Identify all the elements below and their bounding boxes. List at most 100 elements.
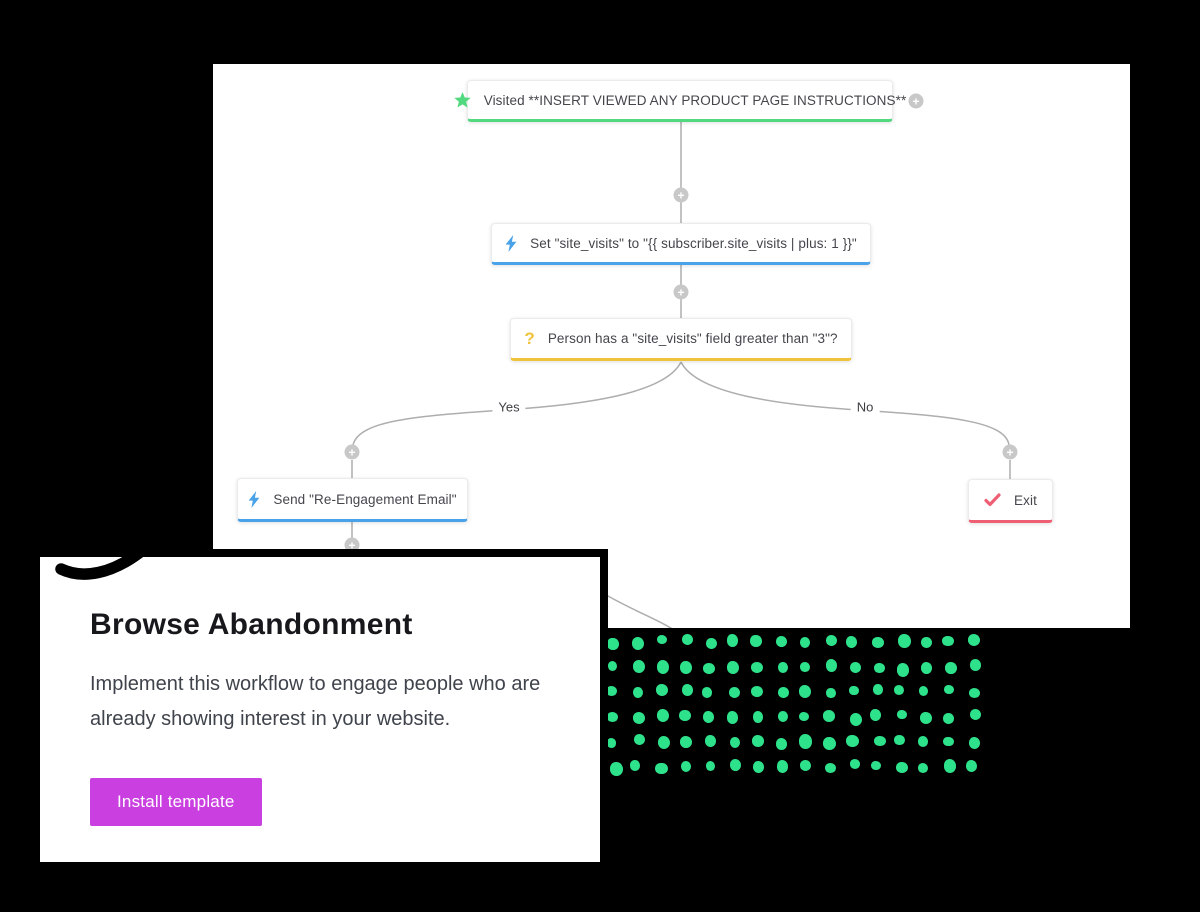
dot [729, 737, 741, 749]
dot [898, 634, 911, 648]
dot [655, 762, 668, 775]
dot [607, 660, 618, 671]
dot [918, 686, 929, 697]
template-card: Browse Abandonment Implement this workfl… [40, 549, 608, 862]
dot [849, 685, 859, 696]
dot [730, 759, 742, 771]
dot [750, 686, 764, 698]
lightning-icon [505, 234, 517, 252]
dot [825, 635, 837, 647]
dot [799, 636, 810, 648]
dot [943, 685, 954, 695]
dot [917, 762, 929, 773]
dot [943, 713, 955, 725]
dot [633, 659, 646, 673]
dot [680, 661, 692, 675]
dot [704, 734, 717, 748]
dots-pattern [598, 626, 990, 784]
node-label: Person has a "site_visits" field greater… [547, 331, 838, 346]
dot [799, 734, 812, 749]
dot [874, 735, 887, 746]
dot [777, 661, 788, 673]
question-icon: ? [524, 329, 535, 348]
dot [896, 663, 910, 677]
add-step-button[interactable]: + [344, 444, 360, 460]
workflow-node-set-field[interactable]: Set "site_visits" to "{{ subscriber.site… [491, 223, 871, 265]
dot [726, 710, 739, 724]
dot [750, 661, 763, 673]
dot [849, 759, 860, 769]
dot [681, 634, 693, 646]
dot [681, 684, 693, 696]
workflow-node-send-email[interactable]: Send "Re-Engagement Email" [237, 478, 468, 522]
dot [701, 687, 713, 699]
dot [799, 685, 812, 698]
dot [776, 738, 787, 750]
dot [728, 686, 741, 698]
dot [800, 661, 811, 672]
dot [917, 736, 928, 747]
add-step-button[interactable]: + [908, 93, 924, 109]
dot [727, 634, 739, 647]
dot [823, 737, 836, 751]
branch-label-no: No [850, 398, 880, 416]
dot [921, 637, 932, 649]
dot [798, 712, 809, 722]
dot [969, 709, 981, 721]
dot [849, 662, 862, 674]
dot [658, 735, 671, 749]
dot [825, 659, 838, 673]
node-label: Set "site_visits" to "{{ subscriber.site… [530, 235, 857, 251]
dot [702, 710, 715, 723]
dot [657, 635, 668, 645]
dot [681, 760, 692, 772]
dot [777, 686, 789, 699]
workflow-node-decision[interactable]: ? Person has a "site_visits" field great… [510, 318, 852, 361]
dot [800, 760, 812, 771]
dot [849, 712, 863, 727]
dot [870, 760, 882, 771]
workflow-node-exit[interactable]: Exit [968, 479, 1053, 523]
dot [705, 638, 717, 650]
dot [607, 637, 619, 651]
dot [893, 684, 905, 696]
dot [920, 711, 933, 724]
node-label: Exit [1014, 492, 1037, 508]
node-label: Visited **INSERT VIEWED ANY PRODUCT PAGE… [483, 92, 907, 108]
dot [656, 708, 670, 722]
dot [968, 737, 980, 749]
dot [702, 662, 716, 675]
node-label: Send "Re-Engagement Email" [273, 491, 457, 507]
workflow-canvas: Visited **INSERT VIEWED ANY PRODUCT PAGE… [213, 64, 1130, 628]
dot [778, 711, 789, 723]
dot [606, 738, 617, 748]
dot [751, 734, 765, 747]
add-step-button[interactable]: + [673, 187, 689, 203]
add-step-button[interactable]: + [673, 284, 689, 300]
dot [632, 637, 644, 650]
install-template-button[interactable]: Install template [90, 778, 262, 826]
dot [630, 760, 640, 771]
dot [826, 688, 836, 699]
dot [969, 659, 981, 671]
dot [968, 687, 981, 698]
card-description: Implement this workflow to engage people… [90, 673, 541, 730]
dot [894, 734, 906, 746]
add-step-button[interactable]: + [344, 537, 360, 553]
dot [943, 759, 957, 773]
dot [846, 735, 859, 748]
dot [632, 711, 646, 724]
add-step-button[interactable]: + [1002, 444, 1018, 460]
check-icon [984, 493, 1001, 507]
dot [897, 709, 908, 720]
dot [678, 709, 691, 722]
dot [874, 662, 886, 674]
workflow-node-trigger[interactable]: Visited **INSERT VIEWED ANY PRODUCT PAGE… [454, 80, 906, 122]
dot [777, 760, 789, 773]
dot [657, 659, 670, 674]
branch-label-yes: Yes [492, 398, 526, 416]
dot [607, 712, 618, 722]
dot [606, 685, 618, 697]
dot [705, 760, 716, 771]
dot [753, 760, 765, 773]
